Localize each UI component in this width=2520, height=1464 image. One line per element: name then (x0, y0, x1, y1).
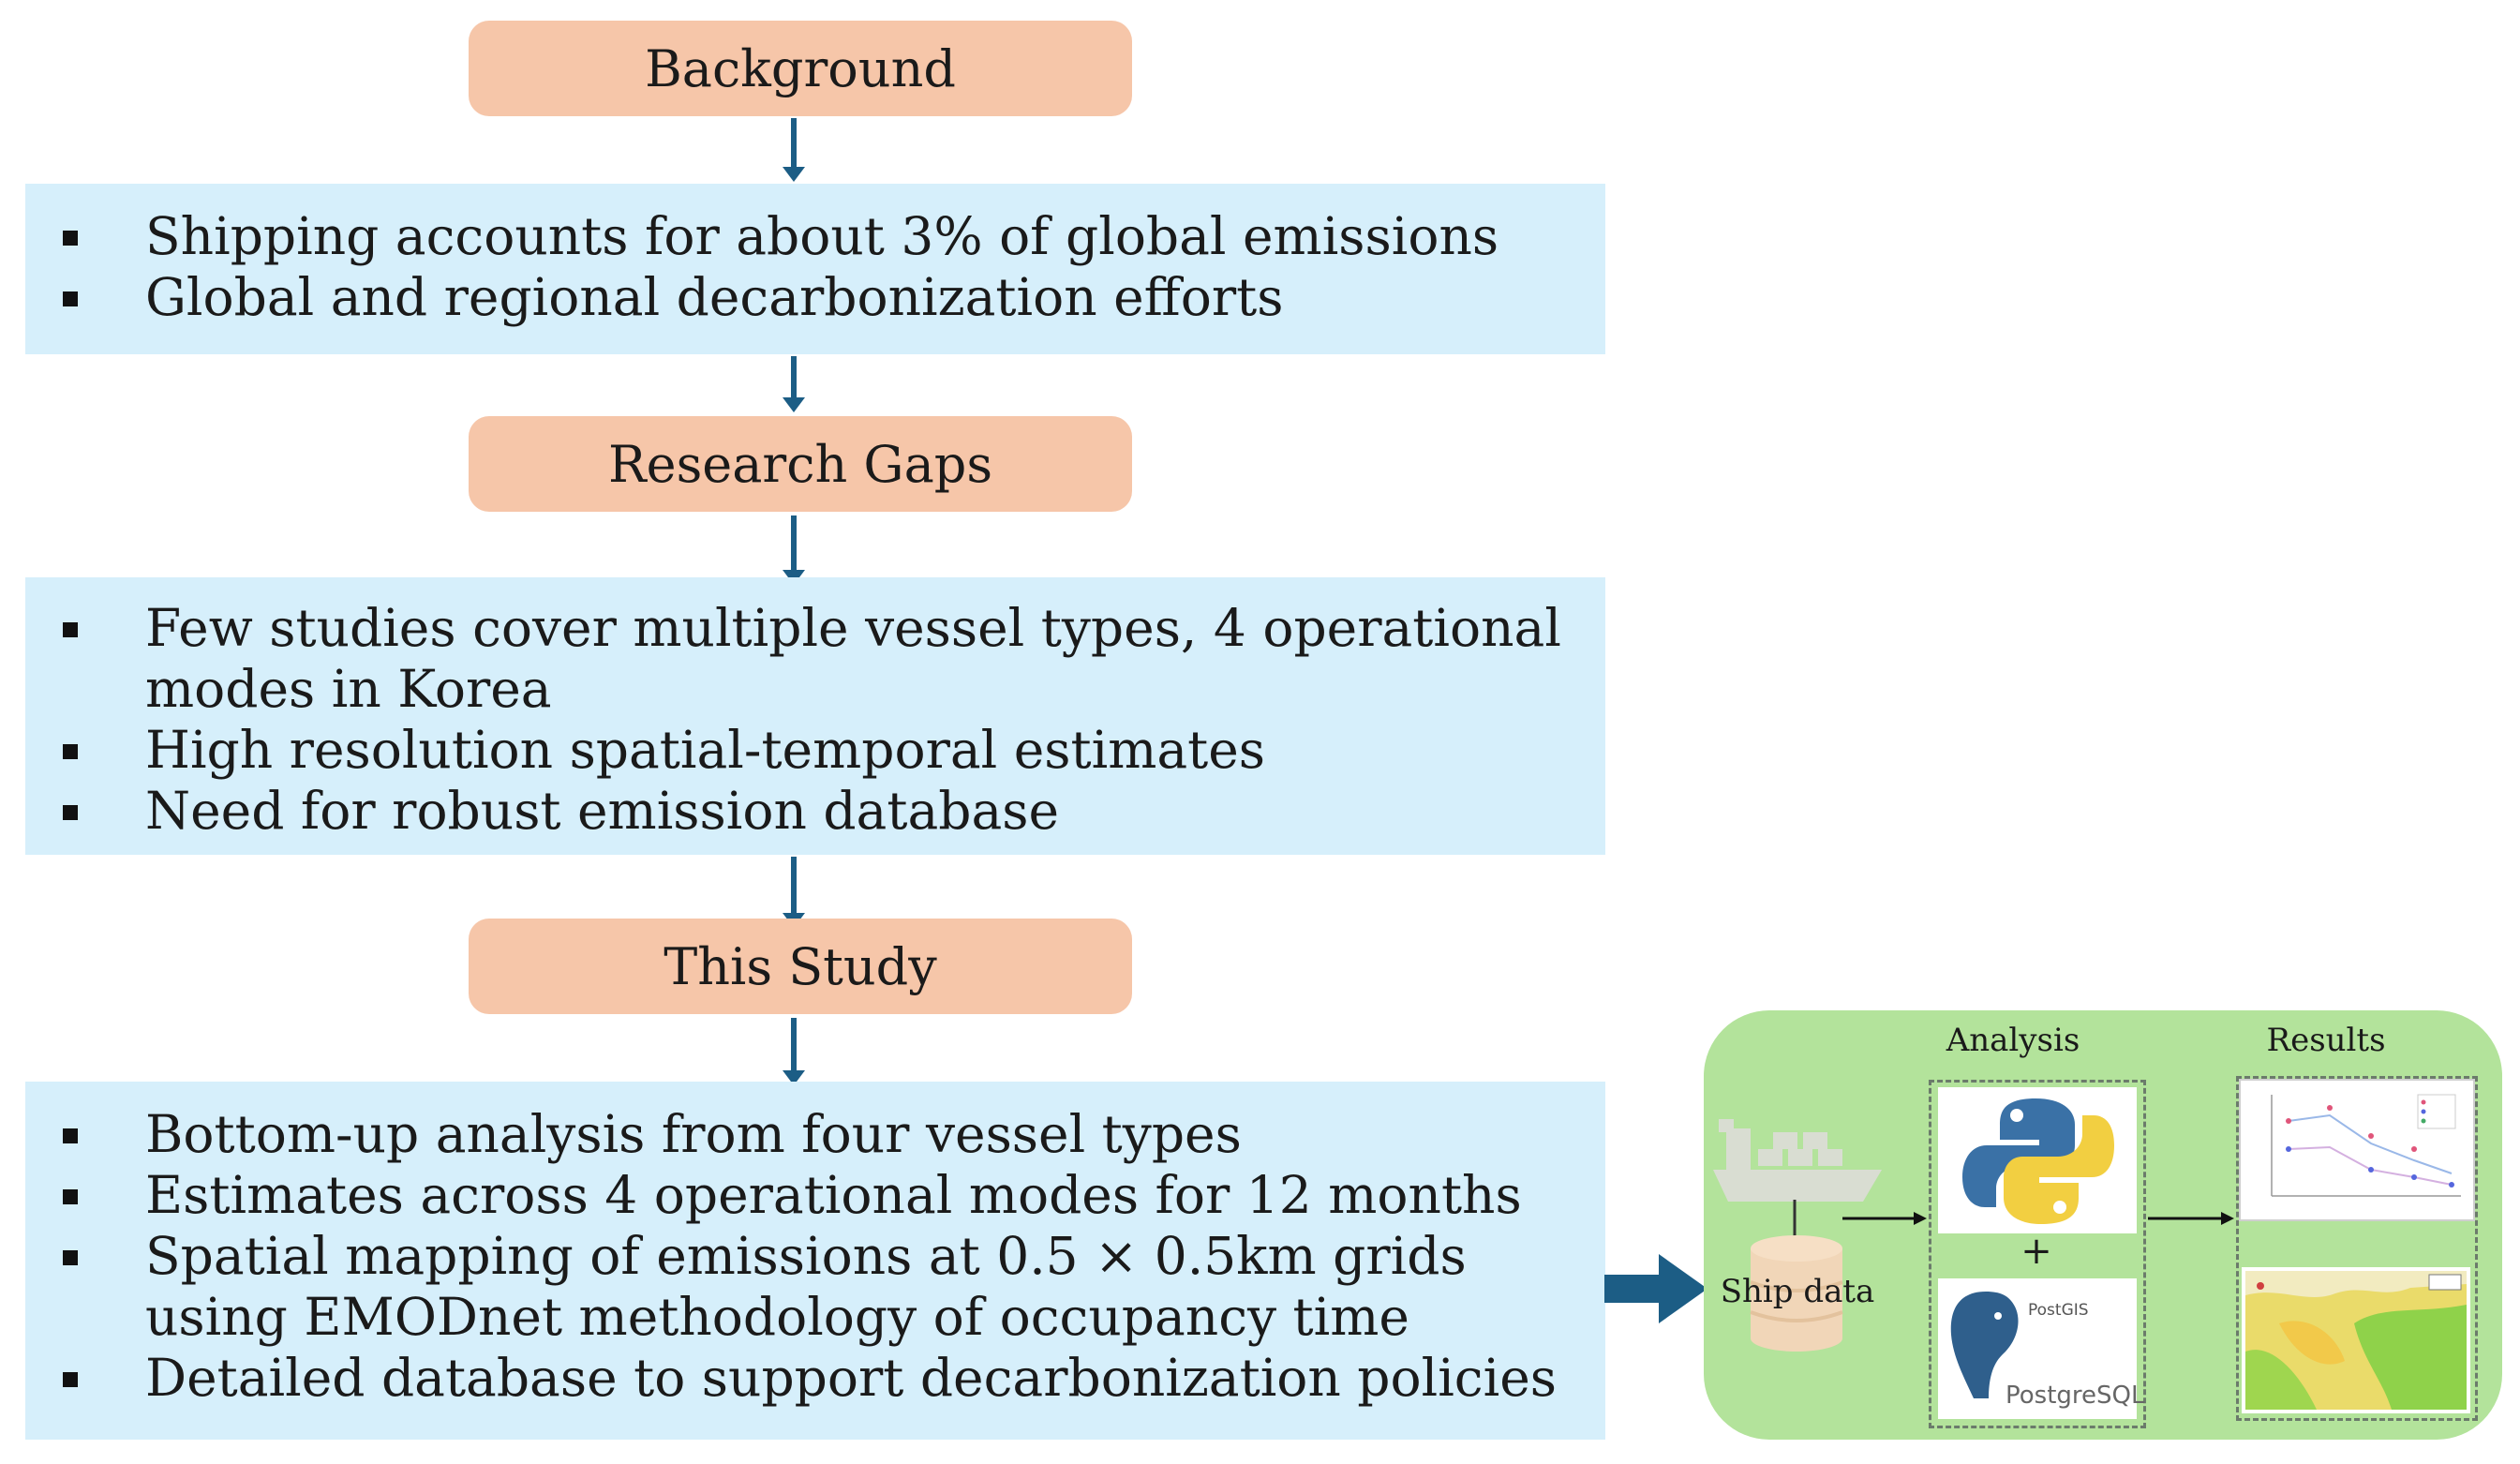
ship-data-label: Ship data (1720, 1273, 1875, 1310)
postgresql-label: PostgreSQL (2006, 1382, 2145, 1410)
list-item: Few studies cover multiple vessel types,… (63, 598, 1581, 720)
list-item: Detailed database to support decarboniza… (63, 1348, 1600, 1409)
arrow-4 (783, 857, 805, 928)
postgis-label: PostGIS (2028, 1301, 2089, 1320)
research-gaps-title: Research Gaps (607, 434, 993, 494)
postgresql-logo: PostGIS PostgreSQL (1938, 1278, 2144, 1419)
to-results-arrow (2148, 1212, 2234, 1225)
list-item: Spatial mapping of emissions at 0.5 × 0.… (63, 1226, 1600, 1348)
plus-sign: + (2020, 1230, 2052, 1273)
elephant-icon (1950, 1292, 2019, 1398)
list-item: Bottom-up analysis from four vessel type… (63, 1104, 1600, 1165)
ship-icon (1713, 1119, 1882, 1202)
background-list: Shipping accounts for about 3% of global… (63, 206, 1605, 328)
arrow-1 (783, 118, 805, 182)
results-map-thumbnail (2242, 1267, 2470, 1413)
this-study-title: This Study (664, 936, 937, 996)
analysis-box (1929, 1080, 2146, 1428)
this-study-list: Bottom-up analysis from four vessel type… (63, 1104, 1600, 1409)
results-chart-thumbnail (2239, 1079, 2475, 1221)
background-header: Background (469, 21, 1132, 116)
arrow-5 (783, 1018, 805, 1085)
list-item: Global and regional decarbonization effo… (63, 267, 1605, 328)
list-item: Shipping accounts for about 3% of global… (63, 206, 1605, 267)
results-box (2236, 1076, 2478, 1421)
background-title: Background (645, 38, 956, 98)
arrow-2 (783, 356, 805, 412)
arrow-3 (783, 515, 805, 585)
research-gaps-header: Research Gaps (469, 416, 1132, 512)
research-gaps-box: Few studies cover multiple vessel types,… (25, 577, 1605, 855)
to-analysis-arrow (1842, 1212, 1927, 1225)
research-gaps-list: Few studies cover multiple vessel types,… (63, 598, 1581, 842)
this-study-header: This Study (469, 919, 1132, 1014)
analysis-label: Analysis (1946, 1022, 2080, 1059)
big-right-arrow (1604, 1254, 1707, 1323)
list-item: High resolution spatial-temporal estimat… (63, 720, 1581, 781)
this-study-box: Bottom-up analysis from four vessel type… (25, 1082, 1605, 1440)
list-item: Estimates across 4 operational modes for… (63, 1165, 1600, 1226)
python-logo-icon (1938, 1087, 2137, 1233)
background-box: Shipping accounts for about 3% of global… (25, 184, 1605, 354)
database-icon (1750, 1235, 1843, 1352)
list-item: Need for robust emission database (63, 781, 1581, 842)
results-label: Results (2266, 1022, 2386, 1059)
